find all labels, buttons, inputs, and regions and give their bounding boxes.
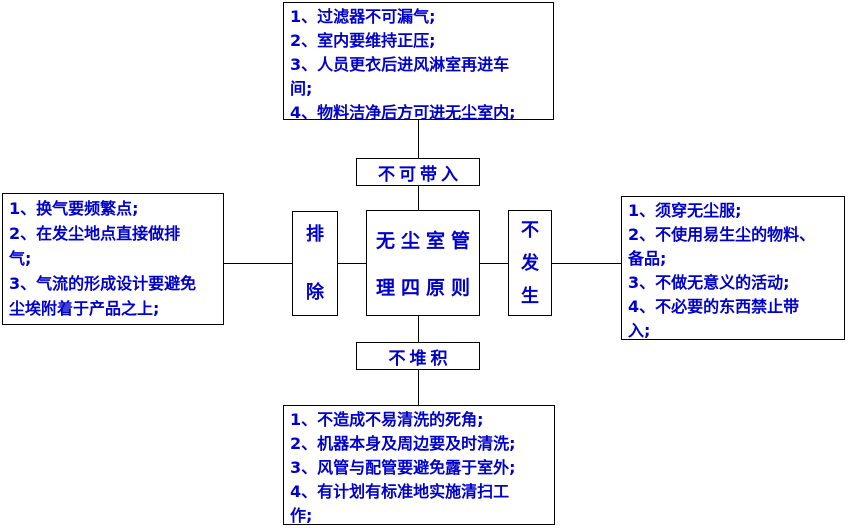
bottom-branch-note: 1、不造成不易清洗的死角; 2、机器本身及周边要及时清洗; 3、风管与配管要避免… xyxy=(283,405,555,525)
center-title-box: 无尘室管 理四原则 xyxy=(366,210,480,316)
left-branch-note: 1、换气要频繁点; 2、在发尘地点直接做排 气; 3、气流的形成设计要避免 尘埃… xyxy=(2,193,224,325)
connector-bottom-label-to-bottom-box xyxy=(418,370,419,405)
connector-left-box-to-left-label xyxy=(224,263,292,264)
center-title-line1: 无尘室管 xyxy=(375,230,476,252)
connector-center-to-bottom-label xyxy=(418,316,419,342)
left-branch-label: 排 除 xyxy=(292,211,338,316)
bottom-branch-label: 不堆积 xyxy=(356,342,480,370)
connector-left-label-to-center xyxy=(338,263,366,264)
right-branch-label: 不 发 生 xyxy=(508,210,552,316)
right-branch-note: 1、须穿无尘服; 2、不使用易生尘的物料、 备品; 3、不做无意义的活动; 4、… xyxy=(621,196,845,340)
center-title-line2: 理四原则 xyxy=(375,277,476,299)
connector-right-label-to-right-box xyxy=(552,263,621,264)
connector-top-label-to-center xyxy=(418,186,419,210)
connector-top-box-to-top-label xyxy=(418,120,419,158)
top-branch-label: 不可带入 xyxy=(356,158,480,186)
connector-center-to-right-label xyxy=(480,263,508,264)
top-branch-note: 1、过滤器不可漏气; 2、室内要维持正压; 3、人员更衣后进风淋室再进车 间; … xyxy=(283,2,554,122)
